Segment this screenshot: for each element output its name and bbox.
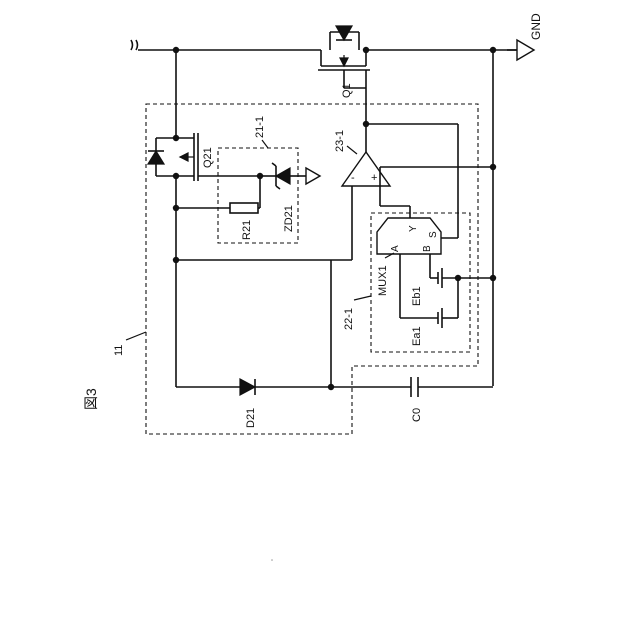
zener-zd21: ZD21: [260, 163, 320, 232]
block-11-border: [146, 104, 478, 434]
top-rail: [131, 40, 517, 50]
mux1-label: MUX1: [377, 265, 389, 296]
figure-label: 図3: [83, 388, 99, 410]
r21-label: R21: [241, 220, 253, 240]
amp-23-1-label: 23-1: [334, 130, 346, 152]
junction-dots: [173, 47, 496, 390]
capacitor-c0: C0: [411, 377, 493, 422]
c0-label: C0: [411, 408, 423, 422]
mux-b-label: B: [422, 245, 433, 252]
mux-y-label: Y: [408, 225, 419, 232]
d21-label: D21: [245, 408, 257, 428]
block-11-label: 11: [113, 345, 125, 356]
amplifier-23-1: - + 23-1: [176, 124, 493, 260]
gnd-label: GND: [529, 13, 543, 40]
ground-symbol: GND: [517, 13, 543, 60]
q21-label: Q21: [202, 147, 214, 168]
mux-a-label: A: [390, 245, 401, 252]
amp-minus-label: -: [351, 172, 355, 184]
q1-label: Q1: [341, 83, 353, 98]
diode-d21: D21: [176, 260, 411, 428]
eb1-label: Eb1: [411, 286, 423, 306]
mosfet-q21: Q21: [148, 50, 260, 387]
mosfet-q1: Q1: [318, 26, 370, 124]
mux1: Y S A B MUX1: [377, 218, 441, 296]
stray-mark: [271, 559, 273, 561]
amp-plus-label: +: [371, 172, 377, 184]
zd21-label: ZD21: [283, 205, 295, 232]
batteries: Eb1 Ea1: [400, 254, 493, 346]
block-22-1-label: 22-1: [343, 308, 355, 330]
block-21-1-label: 21-1: [254, 116, 266, 138]
mux-s-label: S: [428, 231, 439, 238]
ea1-label: Ea1: [411, 326, 423, 346]
